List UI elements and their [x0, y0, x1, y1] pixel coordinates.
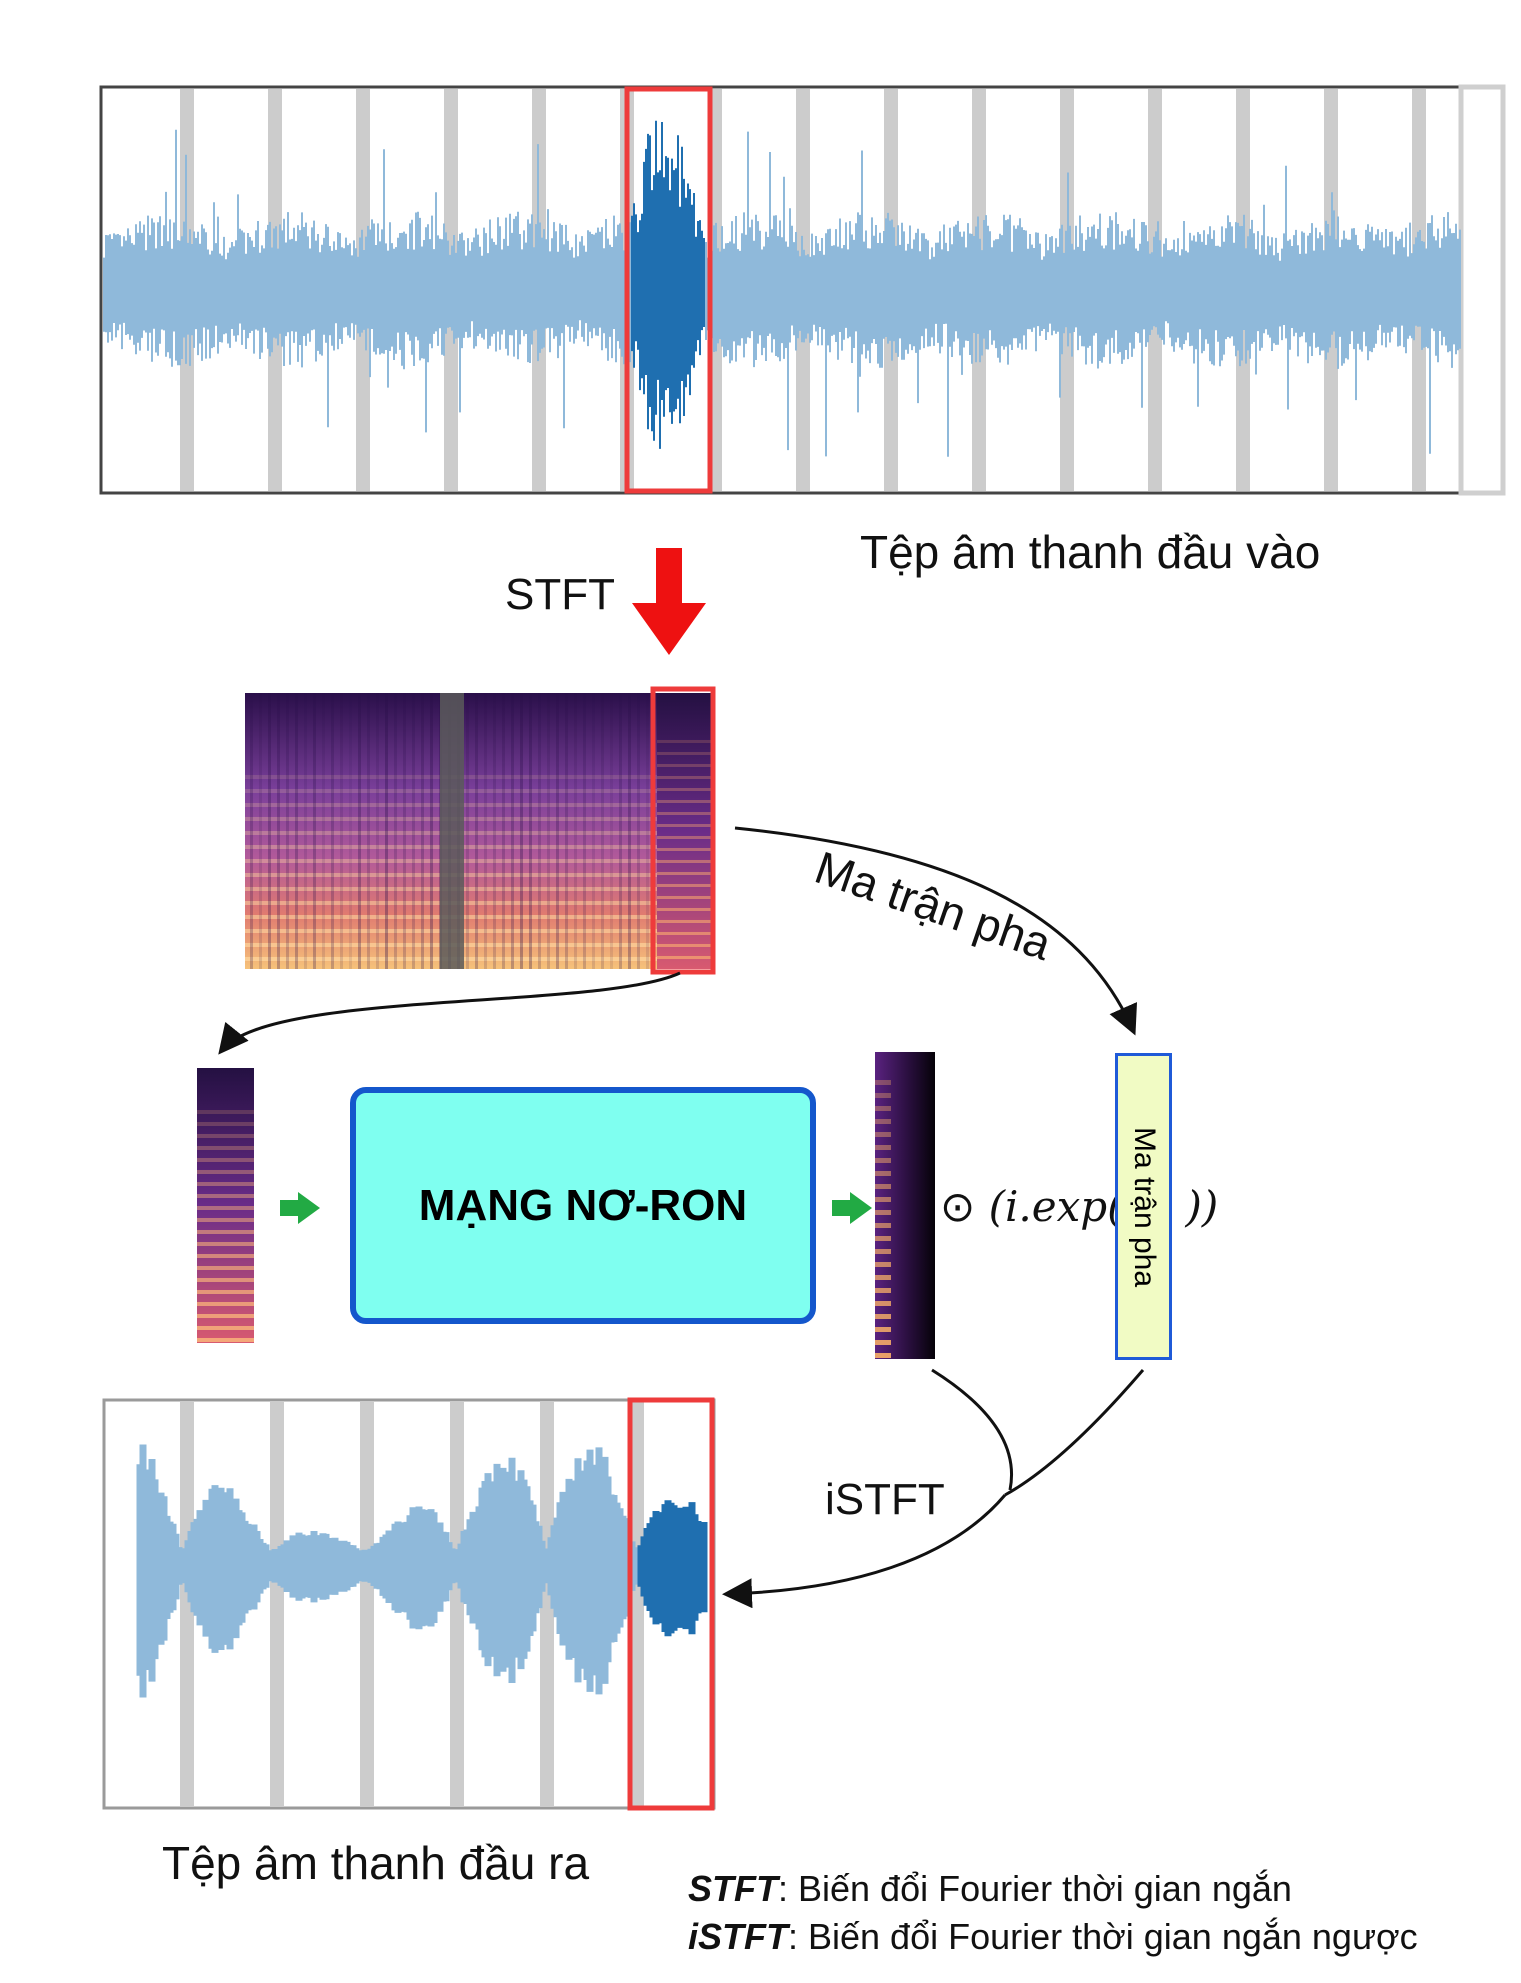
output-waveform	[136, 1444, 642, 1698]
neural-network-label: MẠNG NƠ-RON	[418, 1180, 748, 1230]
input-magnitude-spectrum	[197, 1068, 254, 1343]
phase-matrix-box-label: Ma trận pha	[1127, 1126, 1161, 1287]
legend-item-stft: STFT: Biến đổi Fourier thời gian ngắn	[688, 1865, 1418, 1913]
output-waveform-panel	[102, 1397, 716, 1811]
formula-suffix: ))	[1185, 1182, 1219, 1231]
phase-matrix-box: Ma trận pha	[1115, 1053, 1172, 1360]
selected-spectrum-harmonics	[657, 740, 712, 959]
legend: STFT: Biến đổi Fourier thời gian ngắn iS…	[688, 1865, 1418, 1961]
input-audio-label: Tệp âm thanh đầu vào	[860, 526, 1321, 578]
output-audio-label: Tệp âm thanh đầu ra	[162, 1837, 590, 1889]
legend-definition: : Biến đổi Fourier thời gian ngắn ngược	[787, 1916, 1418, 1957]
legend-term: iSTFT	[688, 1916, 788, 1957]
input-waveform	[103, 129, 1461, 457]
input-waveform-panel	[99, 84, 1506, 496]
output-waveform-highlight	[637, 1500, 708, 1637]
magnitude-curve-arrow	[218, 971, 681, 1055]
neural-network-box: MẠNG NƠ-RON	[350, 1087, 816, 1324]
spectrogram-gap	[440, 693, 464, 969]
selected-frame-output	[627, 1397, 715, 1811]
green-arrow-to-network	[280, 1192, 320, 1224]
formula-prefix: (i.exp(	[988, 1182, 1124, 1231]
stft-arrow	[632, 548, 706, 655]
phase-to-istft-curve	[1004, 1369, 1145, 1497]
phase-formula: ⊙ (i.exp())	[940, 1182, 1218, 1231]
frame-separators	[180, 1402, 644, 1806]
spectrogram	[245, 686, 716, 975]
stft-label: STFT	[505, 570, 615, 619]
legend-definition: : Biến đổi Fourier thời gian ngắn	[777, 1868, 1292, 1909]
legend-item-istft: iSTFT: Biến đổi Fourier thời gian ngắn n…	[688, 1913, 1418, 1961]
istft-arrow	[722, 1494, 1007, 1609]
phase-matrix-curve-arrow	[734, 826, 1138, 1036]
legend-term: STFT	[688, 1868, 778, 1909]
selected-frame-input	[624, 86, 713, 494]
input-waveform-highlight	[631, 120, 705, 449]
output-magnitude-spectrum	[875, 1052, 935, 1359]
selected-frame-spectrogram	[650, 686, 716, 975]
magnitude-to-istft-curve	[931, 1368, 1013, 1491]
istft-label: iSTFT	[825, 1475, 945, 1524]
green-arrow-from-network	[832, 1192, 872, 1224]
elementwise-product-symbol: ⊙	[940, 1182, 976, 1231]
